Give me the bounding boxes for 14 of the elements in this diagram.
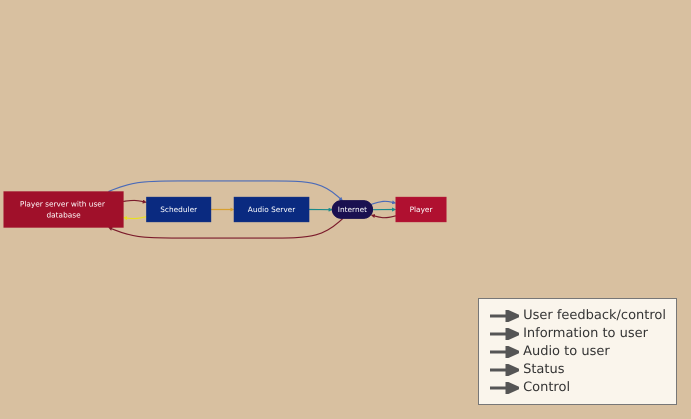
- arrow: [372, 207, 396, 212]
- arrow: [371, 200, 396, 205]
- arrow: [123, 200, 147, 204]
- legend-label: Information to user: [523, 326, 648, 341]
- arrow: [210, 207, 234, 212]
- arrow: [123, 216, 147, 220]
- legend-label: User feedback/control: [523, 308, 666, 323]
- arrow: [371, 214, 396, 218]
- legend-label: Control: [523, 380, 570, 395]
- legend-label: Status: [523, 362, 564, 377]
- legend-label: Audio to user: [523, 344, 610, 359]
- arrow: [108, 218, 343, 239]
- arrow: [309, 208, 332, 212]
- arrow: [108, 180, 343, 201]
